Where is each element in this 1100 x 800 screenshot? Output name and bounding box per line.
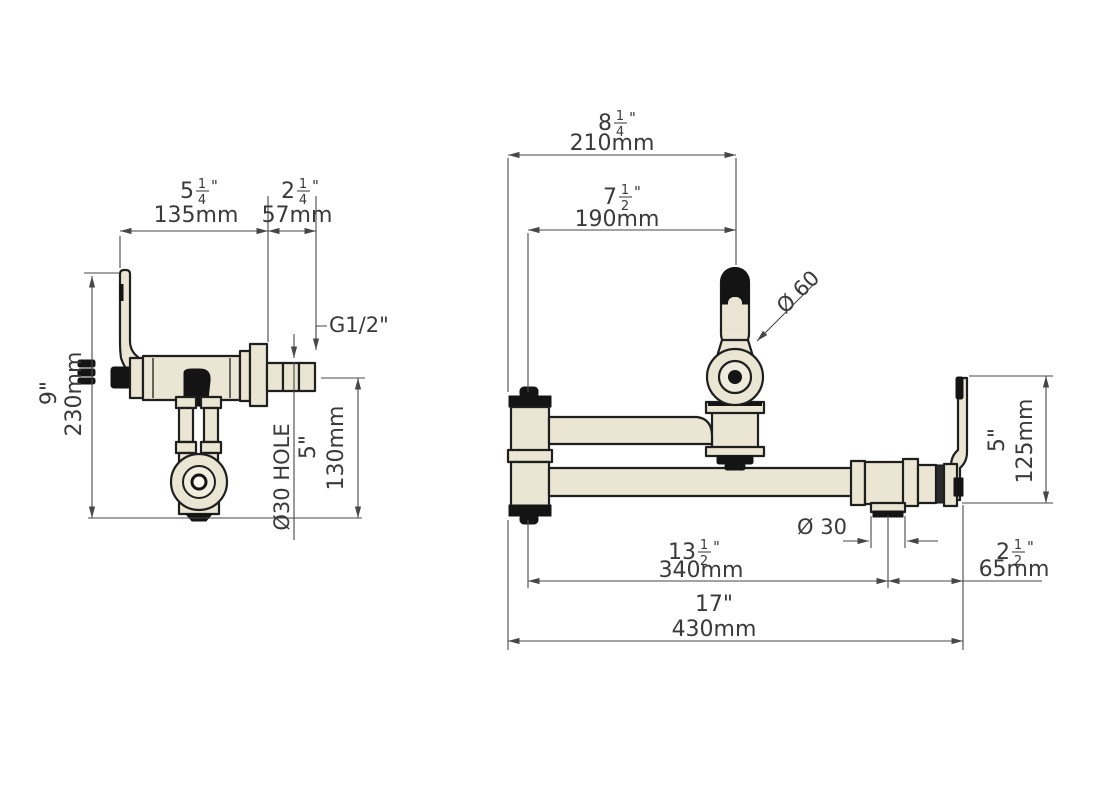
dim-340-whole: 13 <box>668 540 696 565</box>
dim-135-unit: " <box>211 177 218 195</box>
dim-reach-190mm: 7 1 2 " 190mm <box>527 183 736 392</box>
label-inlet-dia30: Ø 30 <box>797 515 938 548</box>
dim-190-num: 1 <box>621 183 629 198</box>
dim-210-mm: 210mm <box>570 131 655 156</box>
dim-height-mm: 230mm <box>62 352 87 437</box>
front-view: 8 1 4 " 210mm 7 1 2 " 190mm Ø 60 <box>506 109 1053 650</box>
thread-label-text: G1/2" <box>329 313 389 337</box>
dim-drop-inch: 5" <box>296 435 321 459</box>
dim-340-den: 2 <box>700 554 708 569</box>
dim-135-num: 1 <box>198 177 206 192</box>
dim-reach-210mm: 8 1 4 " 210mm <box>507 109 737 392</box>
dim-125-inch: 5" <box>985 428 1010 452</box>
dim-offset-65mm: 2 1 2 " 65mm <box>888 538 1050 585</box>
dim-drop-mm: 130mm <box>324 406 349 491</box>
label-handle-dia60: Ø 60 <box>756 266 824 342</box>
label-thread-g12: G1/2" <box>312 313 389 350</box>
dim-65-num: 1 <box>1014 538 1022 553</box>
dim-57-num: 1 <box>299 177 307 192</box>
dim-drop-130mm: 5" 130mm <box>296 377 365 518</box>
dim-340-unit: " <box>713 538 720 556</box>
dim-57-whole: 2 <box>281 179 295 204</box>
dim-190-mm: 190mm <box>575 207 660 232</box>
dim-210-unit: " <box>629 109 636 127</box>
dim-430-mm: 430mm <box>672 617 757 642</box>
dim-190-unit: " <box>634 183 641 201</box>
dim-height-inch: 9" <box>37 381 62 405</box>
dim-height-230mm: 9" 230mm <box>37 272 362 519</box>
label-hole-dia30: Ø30 HOLE <box>270 334 298 540</box>
handle-lever <box>714 266 756 362</box>
dim-125-mm: 125mm <box>1013 399 1038 484</box>
valve-body-side <box>110 342 269 408</box>
side-view: 9" 230mm 5 1 4 " 135mm 2 1 4 " 57mm <box>37 177 389 540</box>
dim-210-den: 4 <box>616 125 624 140</box>
dim-210-num: 1 <box>616 109 624 124</box>
dim-57-unit: " <box>312 177 319 195</box>
dim-bracket-125mm: 5" 125mm <box>962 375 1053 504</box>
dim-65-mm: 65mm <box>979 557 1050 582</box>
dim-340-mm: 340mm <box>659 558 744 583</box>
dim-190-whole: 7 <box>603 185 617 210</box>
inlet-stub <box>869 501 907 518</box>
hole-label-text: Ø30 HOLE <box>270 423 294 530</box>
swivel-joint-side <box>169 452 229 512</box>
lower-arm <box>547 466 855 498</box>
dim-340-num: 1 <box>700 538 708 553</box>
dim-135-whole: 5 <box>180 179 194 204</box>
wall-bracket-side <box>118 268 140 376</box>
handle-dia-text: Ø 60 <box>772 266 824 318</box>
threaded-outlet <box>265 361 317 393</box>
dim-430-inch: 17" <box>695 592 733 617</box>
dim-135-den: 4 <box>198 193 206 208</box>
inlet-dia-text: Ø 30 <box>797 515 847 539</box>
upper-arm <box>547 415 714 446</box>
dim-57-den: 4 <box>299 193 307 208</box>
dim-65-unit: " <box>1027 538 1034 556</box>
dim-width-135mm: 5 1 4 " 135mm <box>119 177 269 342</box>
dim-210-whole: 8 <box>598 111 612 136</box>
dim-65-whole: 2 <box>996 540 1010 565</box>
swivel-joint-front <box>506 386 554 525</box>
handle-joint-front <box>705 347 765 407</box>
dim-65-den: 2 <box>1014 554 1022 569</box>
dim-135-mm: 135mm <box>154 203 239 228</box>
dim-57-mm: 57mm <box>262 203 333 228</box>
dim-190-den: 2 <box>621 199 629 214</box>
dim-span-430mm: 17" 430mm <box>507 505 964 650</box>
dim-span-340mm: 13 1 2 " 340mm <box>527 516 889 588</box>
spout-assembly <box>547 400 766 471</box>
valve-body-front <box>849 457 964 508</box>
dim-width-57mm: 2 1 4 " 57mm <box>262 177 333 340</box>
